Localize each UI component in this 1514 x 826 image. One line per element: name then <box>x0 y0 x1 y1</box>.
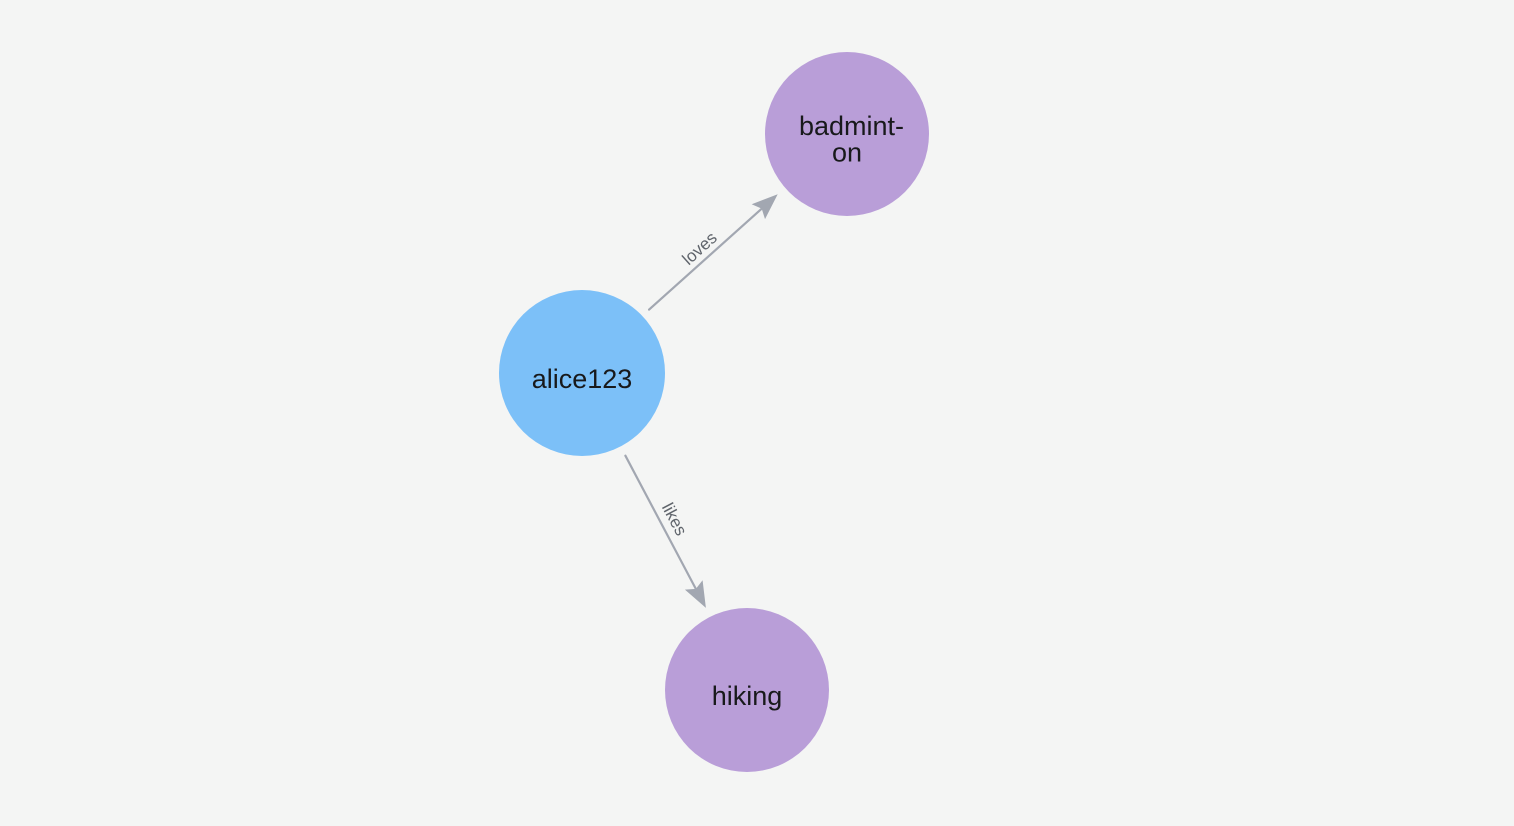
svg-text:likes: likes <box>658 500 691 539</box>
svg-text:badmint-: badmint- <box>799 111 904 141</box>
svg-text:on: on <box>832 138 862 168</box>
svg-text:alice123: alice123 <box>532 364 633 394</box>
svg-text:hiking: hiking <box>712 681 783 711</box>
svg-text:loves: loves <box>679 228 721 269</box>
